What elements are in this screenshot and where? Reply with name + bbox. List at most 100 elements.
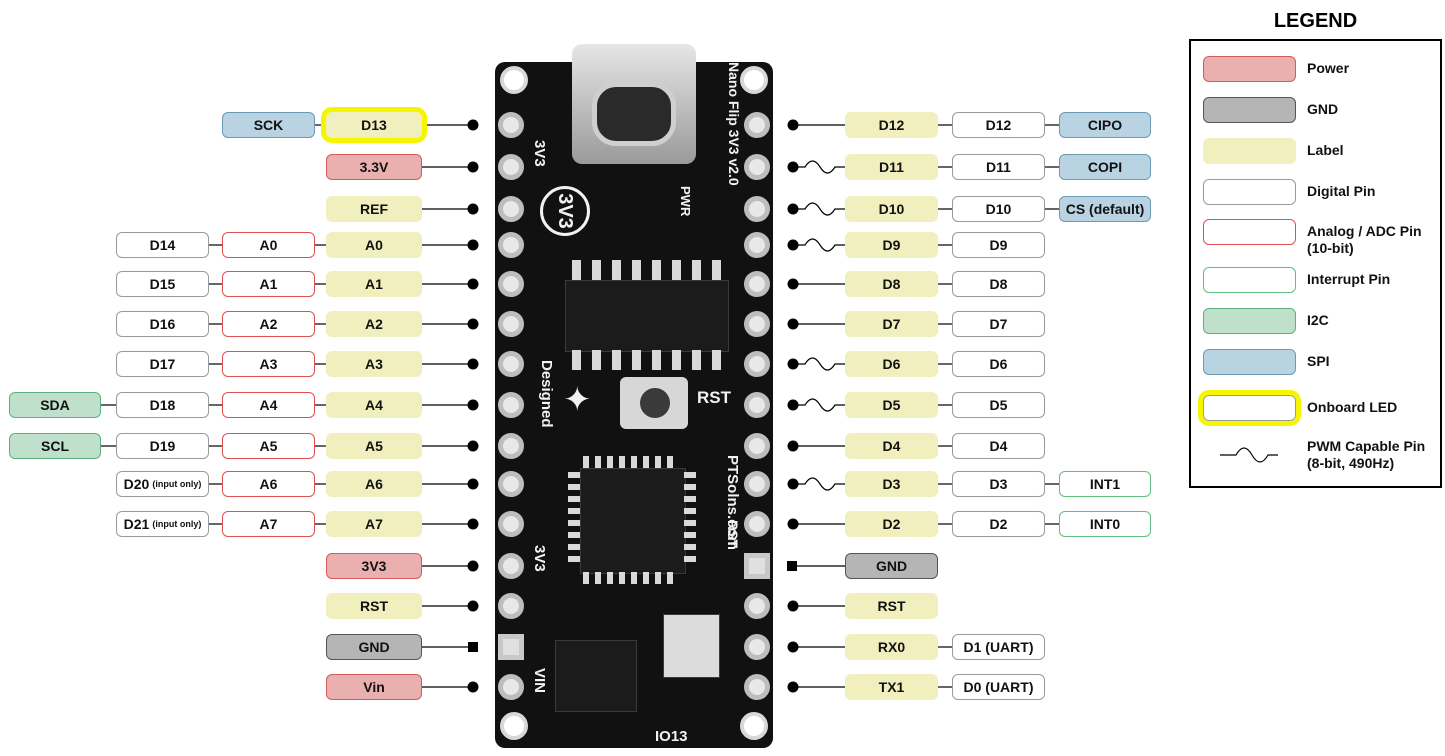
pin-dot [787, 119, 799, 131]
right-pin-9-label-2: INT1 [1059, 471, 1151, 497]
left-pin-9-label-0-text: A6 [365, 476, 383, 492]
left-pin-3-label-1: A0 [222, 232, 315, 258]
legend-swatch-4 [1203, 219, 1296, 245]
chip-leg [612, 260, 621, 280]
right-pin-11-label-0: GND [845, 553, 938, 579]
left-pin-12-label-0-text: RST [360, 598, 388, 614]
mcu-leg [568, 532, 580, 538]
left-pin-4-label-1: A1 [222, 271, 315, 297]
legend-box [1189, 39, 1442, 488]
legend-text-line2: (8-bit, 490Hz) [1307, 455, 1395, 471]
mcu-leg [568, 520, 580, 526]
pwm-wave-line [793, 357, 845, 371]
pin-dot [467, 399, 479, 411]
pin-dot [467, 119, 479, 131]
mcu-leg [684, 556, 696, 562]
right-pin-6-label-1: D6 [952, 351, 1045, 377]
mcu-leg [684, 520, 696, 526]
chip-leg [632, 260, 641, 280]
mcu-leg [655, 572, 661, 584]
right-pin-9-label-1: D3 [952, 471, 1045, 497]
left-pin-9-label-2: D20(input only) [116, 471, 209, 497]
chip-leg [572, 350, 581, 370]
pin-hole [498, 311, 524, 337]
mcu-leg [631, 456, 637, 468]
left-pin-2-label-0: REF [326, 196, 422, 222]
left-pin-10-label-0: A7 [326, 511, 422, 537]
left-pin-8-label-1: A5 [222, 433, 315, 459]
right-pin-10-label-1-text: D2 [989, 516, 1008, 532]
chip-leg [712, 260, 721, 280]
rst-bottom-silk: RST [725, 520, 741, 548]
pin-hole [744, 433, 770, 459]
pin-hole [498, 593, 524, 619]
pin-dot [467, 518, 479, 530]
legend-swatch-3 [1203, 179, 1296, 205]
left-pin-10-label-2-text: D21 [123, 516, 150, 532]
left-pin-0-label-1: SCK [222, 112, 315, 138]
pin-dot [787, 478, 799, 490]
right-pin-7-label-1-text: D5 [989, 397, 1008, 413]
mcu-leg [684, 472, 696, 478]
pin-hole [744, 634, 770, 660]
left-pin-6-label-2: D17 [116, 351, 209, 377]
mcu-leg [643, 572, 649, 584]
right-pin-0-label-2-text: CIPO [1087, 117, 1123, 133]
right-pin-5-label-1-text: D7 [989, 316, 1008, 332]
pin-hole [498, 392, 524, 418]
right-pin-1-label-2: COPI [1059, 154, 1151, 180]
right-pin-1-label-1-text: D11 [986, 159, 1011, 175]
right-pin-12-label-0-text: RST [877, 598, 906, 614]
legend-swatch-8 [1198, 390, 1301, 426]
left-pin-9-label-1: A6 [222, 471, 315, 497]
voltage-regulator [555, 640, 637, 712]
pwm-wave-line [793, 238, 845, 252]
left-pin-3-label-1-text: A0 [259, 237, 278, 253]
legend-text-8: Onboard LED [1307, 399, 1397, 416]
right-pin-10-label-1: D2 [952, 511, 1045, 537]
chip-leg [572, 260, 581, 280]
right-pin-7-label-1: D5 [952, 392, 1045, 418]
legend-title: LEGEND [1273, 10, 1358, 32]
pin-dot [467, 478, 479, 490]
legend-text-line1: PWM Capable Pin [1307, 438, 1426, 454]
mcu-leg [607, 572, 613, 584]
mcu-leg [667, 572, 673, 584]
legend-swatch-2 [1203, 138, 1296, 164]
legend-text-line1: Power [1307, 60, 1350, 76]
left-pin-10-label-1: A7 [222, 511, 315, 537]
right-pin-0-label-2: CIPO [1059, 112, 1151, 138]
legend-text-1: GND [1307, 101, 1338, 118]
square-pin-pad [498, 634, 524, 660]
gnd-square-marker [468, 642, 478, 652]
pin-hole [744, 674, 770, 700]
maple-leaf-icon: ✦ [563, 381, 592, 419]
left-pin-7-label-3: SDA [9, 392, 101, 418]
legend-swatch-7 [1203, 349, 1296, 375]
usb-c-connector [572, 44, 696, 164]
left-pin-6-label-1-text: A3 [259, 356, 278, 372]
right-pin-1-label-2-text: COPI [1087, 159, 1123, 175]
pin-dot [787, 440, 799, 452]
chip-leg [712, 350, 721, 370]
legend-text-0: Power [1307, 60, 1349, 77]
pin-hole [744, 196, 770, 222]
right-pin-6-label-1-text: D6 [989, 356, 1008, 372]
left-pin-8-label-3: SCL [9, 433, 101, 459]
right-pin-14-label-1: D0 (UART) [952, 674, 1045, 700]
left-pin-6-label-1: A3 [222, 351, 315, 377]
legend-swatch-6 [1203, 308, 1296, 334]
right-pin-4-label-1-text: D8 [989, 276, 1008, 292]
left-pin-1-label-0-text: 3.3V [359, 159, 389, 175]
left-pin-3-label-0: A0 [326, 232, 422, 258]
right-pin-6-label-0-text: D6 [882, 356, 901, 372]
right-pin-14-label-1-text: D0 (UART) [963, 679, 1034, 695]
mcu-leg [568, 496, 580, 502]
right-pin-0-label-0-text: D12 [878, 117, 905, 133]
right-pin-3-label-0: D9 [845, 232, 938, 258]
pin-dot [787, 358, 799, 370]
legend-text-6: I2C [1307, 312, 1329, 329]
right-pin-5-label-0-text: D7 [882, 316, 901, 332]
pin-dot [787, 600, 799, 612]
right-pin-2-label-2: CS (default) [1059, 196, 1151, 222]
